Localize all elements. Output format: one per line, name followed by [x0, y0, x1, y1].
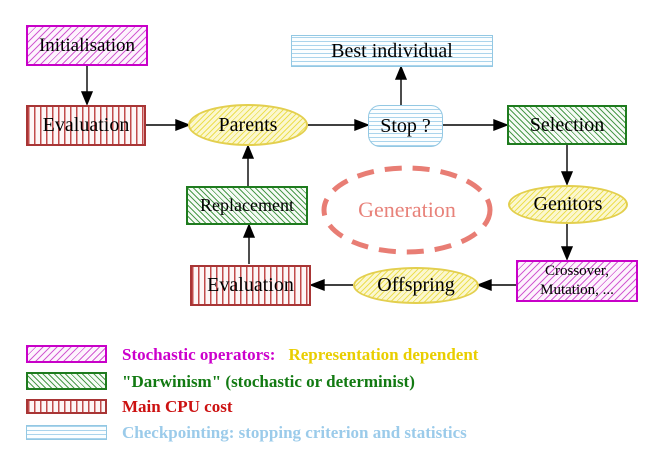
legend-text-stochastic-operators: Stochastic operators: Representation depe… [122, 345, 478, 365]
crossover-label-line1: Crossover, [545, 263, 609, 280]
arrowhead-replacement-to-parents [241, 144, 255, 159]
legend-swatch-darwinism [26, 372, 107, 390]
legend-swatch-checkpointing [26, 425, 107, 440]
legend-label-stochastic-operators: Stochastic operators: [122, 345, 276, 364]
arrowhead-evaluation-to-replacement [242, 223, 256, 238]
node-initialisation: Initialisation [26, 25, 148, 66]
arrowhead-stop-to-selection [493, 118, 509, 132]
legend-swatch-stochastic-operators [26, 345, 107, 363]
crossover-label-line2: Mutation, ... [540, 282, 614, 298]
arrowhead-initialisation-to-evaluation [80, 91, 94, 106]
node-offspring: Offspring [353, 267, 479, 304]
node-crossover-mutation: Crossover, Mutation, ... [516, 260, 638, 302]
arrowhead-crossover-to-offspring [476, 278, 492, 292]
legend-text-darwinism: "Darwinism" (stochastic or determinist) [122, 372, 415, 391]
arrowhead-evaluation-to-parents [175, 118, 191, 132]
arrowhead-offspring-to-evaluation [309, 278, 325, 292]
legend-text-checkpointing: Checkpointing: stopping criterion and st… [122, 423, 467, 442]
legend-swatch-cpu-cost [26, 399, 107, 414]
node-selection: Selection [507, 105, 627, 145]
arrowhead-genitors-to-crossover [560, 246, 574, 261]
node-evaluation-top: Evaluation [26, 105, 146, 146]
node-parents: Parents [188, 104, 308, 146]
node-stop: Stop ? [368, 105, 443, 147]
node-replacement: Replacement [186, 186, 308, 225]
node-genitors: Genitors [508, 185, 628, 224]
arrowhead-stop-to-best-individual [394, 65, 408, 80]
legend-label-representation-dependent: Representation dependent [288, 345, 479, 364]
node-best-individual: Best individual [291, 35, 493, 67]
generation-dashed-ellipse [321, 165, 493, 255]
arrowhead-selection-to-genitors [560, 171, 574, 186]
arrowhead-parents-to-stop [354, 118, 370, 132]
generation-label: Generation [358, 197, 456, 222]
legend-text-cpu-cost: Main CPU cost [122, 397, 233, 416]
node-evaluation-bottom: Evaluation [190, 265, 311, 306]
